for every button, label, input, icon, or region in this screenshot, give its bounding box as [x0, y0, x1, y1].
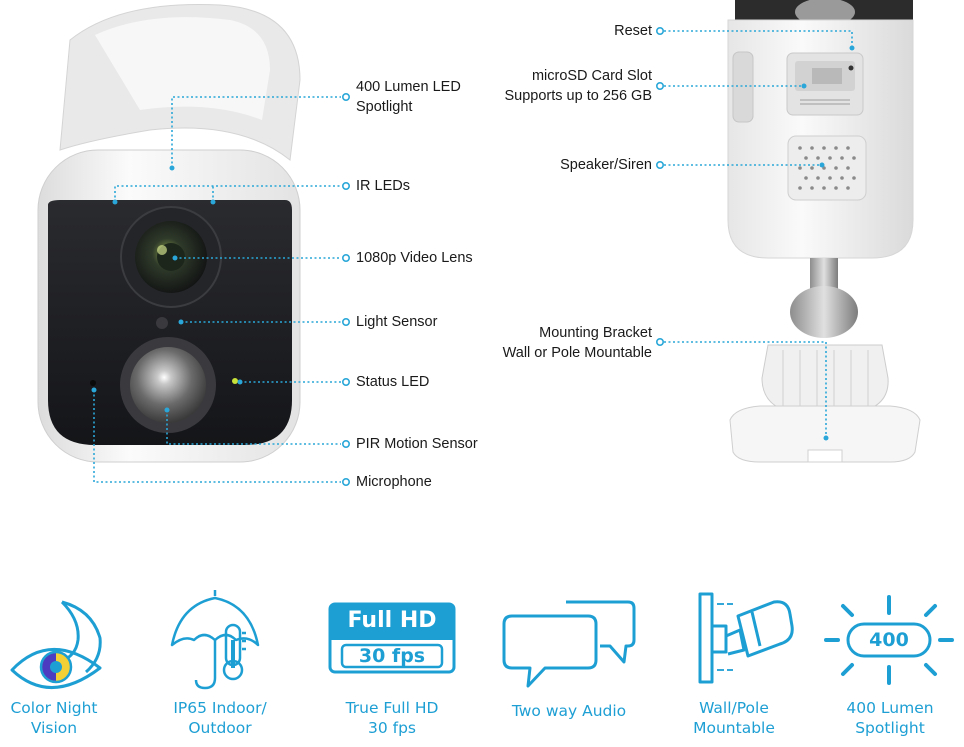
spotlight-callout: 400 Lumen LED Spotlight — [356, 77, 461, 117]
feature-two-way-audio: Two way Audio — [494, 701, 644, 721]
bracket-callout: Mounting Bracket Wall or Pole Mountable — [503, 323, 652, 363]
feature-ip65: IP65 Indoor/ Outdoor — [145, 698, 295, 738]
feature-label-line1: Color Night — [10, 699, 98, 717]
feature-label-line1: 400 Lumen — [846, 699, 934, 717]
feature-color-night-vision: Color Night Vision — [0, 698, 129, 738]
feature-400-lumen: 400 Lumen Spotlight — [815, 698, 964, 738]
feature-label-line2: 30 fps — [367, 719, 417, 737]
bracket-callout-line1: Mounting Bracket — [539, 325, 652, 341]
feature-label-line1: True Full HD — [345, 699, 439, 717]
feature-label-line1: Two way Audio — [511, 702, 627, 720]
back-leader-dots — [655, 26, 664, 346]
feature-label-line2: Vision — [30, 719, 78, 737]
feature-label-line2: Mountable — [693, 719, 775, 737]
video-lens-callout: 1080p Video Lens — [356, 250, 473, 266]
feature-label-line2: Outdoor — [188, 719, 252, 737]
back-leader-lines — [664, 30, 853, 438]
bracket-callout-line2: Wall or Pole Mountable — [502, 345, 652, 361]
microsd-callout-line1: microSD Card Slot — [531, 68, 652, 84]
light-sensor-callout: Light Sensor — [356, 314, 438, 330]
feature-full-hd: True Full HD 30 fps — [317, 698, 467, 738]
spotlight-callout-line1: 400 Lumen LED — [356, 79, 461, 95]
wall-camera-icon — [698, 592, 794, 684]
full-hd-badge-icon — [328, 602, 456, 674]
feature-label-line1: Wall/Pole — [699, 699, 769, 717]
feature-label-line1: IP65 Indoor/ — [173, 699, 267, 717]
microphone-callout: Microphone — [356, 474, 432, 490]
reset-callout: Reset — [614, 23, 652, 39]
spotlight-callout-line2: Spotlight — [356, 99, 413, 115]
full-hd-badge-top: Full HD — [347, 608, 437, 633]
microsd-callout: microSD Card Slot Supports up to 256 GB — [504, 66, 652, 106]
microsd-callout-line2: Supports up to 256 GB — [504, 88, 652, 104]
front-leader-dots — [341, 93, 350, 486]
back-camera — [727, 0, 921, 463]
speech-bubbles-icon — [502, 600, 636, 688]
moon-eye-icon — [10, 600, 102, 689]
umbrella-thermometer-icon — [170, 590, 260, 690]
spotlight-400-icon — [824, 595, 954, 685]
speaker-callout: Speaker/Siren — [560, 157, 652, 173]
status-led-callout: Status LED — [356, 374, 430, 390]
front-leader-lines — [93, 96, 341, 483]
feature-wall-pole: Wall/Pole Mountable — [659, 698, 809, 738]
feature-label-line2: Spotlight — [855, 719, 925, 737]
pir-sensor-callout: PIR Motion Sensor — [356, 436, 478, 452]
front-camera — [37, 3, 301, 463]
spotlight-badge-text: 400 — [869, 629, 909, 651]
ir-leds-callout: IR LEDs — [356, 178, 410, 194]
full-hd-badge-bottom: 30 fps — [358, 645, 426, 667]
